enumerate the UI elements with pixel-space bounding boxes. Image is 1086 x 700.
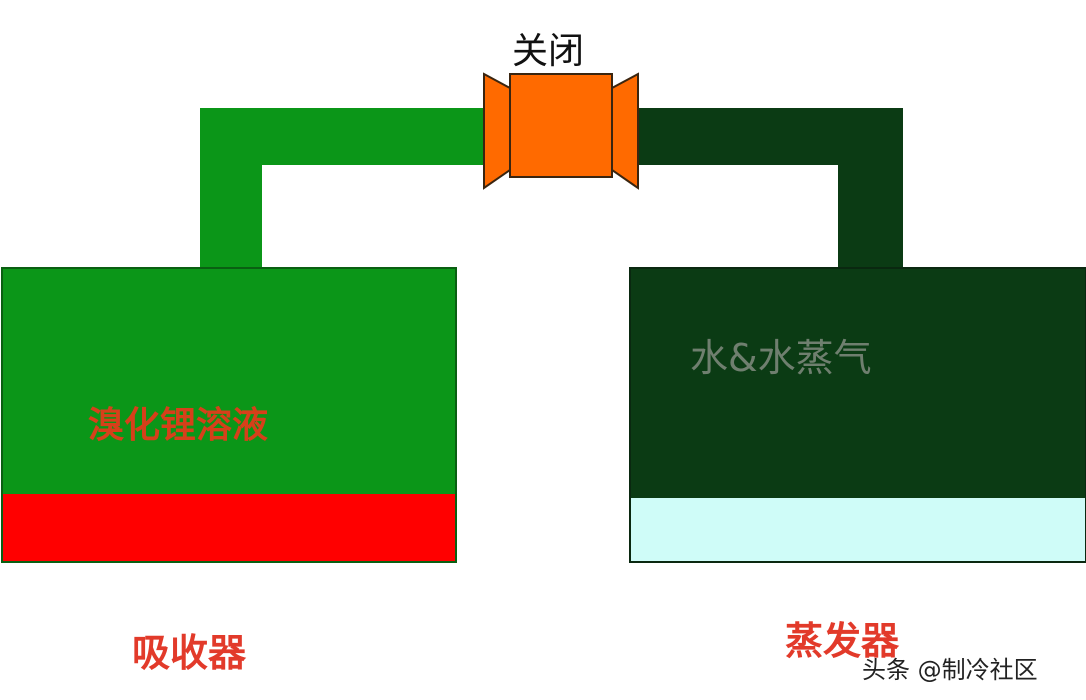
evaporator-vessel (630, 268, 1086, 498)
lithium-bromide-solution-label: 溴化锂溶液 (88, 405, 269, 446)
valve-right-cone (611, 72, 639, 190)
valve-state-label: 关闭 (512, 31, 585, 72)
water-and-vapor-label: 水&水蒸气 (690, 336, 872, 380)
absorber-outline (1, 267, 457, 563)
absorber-name-label: 吸收器 (132, 631, 247, 675)
valve-body (509, 73, 613, 178)
absorber-vessel (2, 268, 456, 494)
valve-left-cone (483, 72, 511, 190)
evaporator-pipe (632, 108, 903, 268)
evaporator-bottom-layer (630, 498, 1086, 562)
evaporator-outline (629, 267, 1086, 563)
evaporator-name-label: 蒸发器 (785, 619, 900, 663)
absorber-bottom-layer (2, 494, 456, 562)
watermark: 头条 @制冷社区 (862, 656, 1038, 684)
absorber-pipe (200, 108, 488, 268)
